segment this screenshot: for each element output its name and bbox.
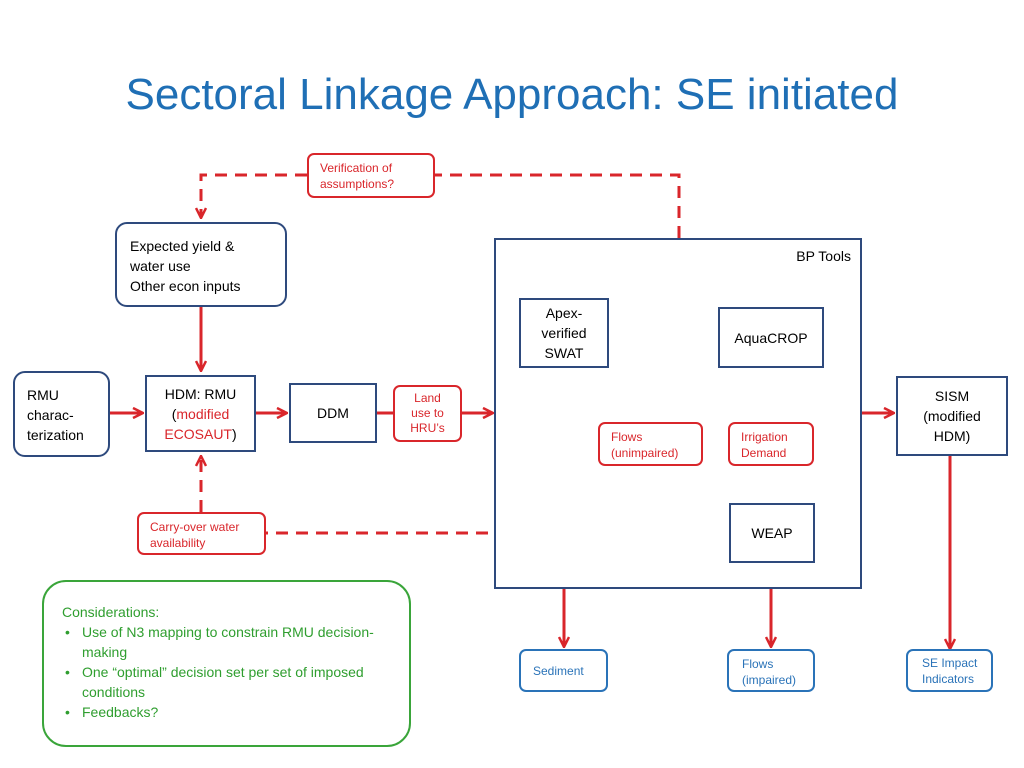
slide-title: Sectoral Linkage Approach: SE initiated [125, 70, 899, 119]
bp-tools-label: BP Tools [796, 248, 851, 264]
se-impact-line-2: Indicators [922, 672, 975, 686]
weap-label: WEAP [751, 525, 793, 541]
hdm-close-paren: ) [232, 425, 237, 442]
swat-line-2: verified [541, 325, 587, 341]
swat-line-1: Apex- [545, 305, 583, 321]
land-line-3: HRU’s [410, 421, 445, 435]
ddm-box: DDM [289, 383, 377, 443]
swat-box: Apex- verified SWAT [519, 298, 609, 368]
hdm-box: HDM: RMU (modified ECOSAUT) [145, 375, 256, 452]
hdm-line-2: (modified [172, 404, 230, 424]
se-impact-line-1: SE Impact [922, 656, 978, 670]
rmu-box: RMU charac- terization [13, 371, 110, 457]
hdm-ecosaut: ECOSAUT [164, 425, 232, 442]
hdm-open-paren: ( [171, 405, 177, 422]
expected-line-1: Expected yield & [130, 238, 235, 254]
carryover-line-2: availability [150, 536, 206, 550]
sism-line-1: SISM [934, 388, 970, 404]
sism-line-3: HDM) [933, 428, 971, 444]
irrigation-box: Irrigation Demand [728, 422, 814, 466]
hdm-line-3: ECOSAUT) [164, 424, 236, 444]
considerations-heading: Considerations: [62, 604, 160, 620]
sediment-box: Sediment [519, 649, 608, 692]
expected-line-3: Other econ inputs [130, 278, 241, 294]
swat-line-3: SWAT [544, 345, 584, 361]
rmu-line-2: charac- [27, 407, 74, 423]
considerations-list: Use of N3 mapping to constrain RMU decis… [62, 622, 393, 722]
carryover-box: Carry-over water availability [137, 512, 266, 555]
considerations-item: Use of N3 mapping to constrain RMU decis… [62, 622, 393, 662]
rmu-line-3: terization [27, 427, 84, 443]
sediment-label: Sediment [533, 664, 584, 678]
flows-impaired-line-1: Flows [742, 657, 774, 671]
dashed-feedback-verification [435, 173, 681, 238]
irrigation-line-1: Irrigation [741, 430, 788, 444]
aquacrop-box: AquaCROP [718, 307, 824, 368]
flows-unimpaired-box: Flows (unimpaired) [598, 422, 703, 466]
land-line-2: use to [411, 406, 444, 420]
flows-impaired-box: Flows (impaired) [727, 649, 815, 692]
expected-yield-box: Expected yield & water use Other econ in… [115, 222, 287, 307]
irrigation-line-2: Demand [741, 446, 787, 460]
hdm-modified: modified [176, 405, 230, 422]
sism-line-2: (modified [923, 408, 981, 424]
verification-label: Verification of assumptions? [320, 161, 395, 191]
sism-box: SISM (modified HDM) [896, 376, 1008, 456]
flows-unimpaired-line-1: Flows [611, 430, 643, 444]
considerations-item: One “optimal” decision set per set of im… [62, 662, 393, 702]
expected-line-2: water use [130, 258, 191, 274]
flows-unimpaired-line-2: (unimpaired) [611, 446, 679, 460]
considerations-item: Feedbacks? [62, 702, 393, 722]
land-line-1: Land [414, 391, 441, 405]
land-use-box: Land use to HRU’s [393, 385, 462, 442]
considerations-box: Considerations: Use of N3 mapping to con… [42, 580, 411, 747]
carryover-line-1: Carry-over water [150, 520, 240, 534]
verification-box: Verification of assumptions? [307, 153, 435, 198]
ddm-label: DDM [317, 405, 349, 421]
dashed-feedback-expected [201, 173, 307, 218]
flows-impaired-line-2: (impaired) [742, 673, 797, 687]
se-impact-box: SE Impact Indicators [906, 649, 993, 692]
hdm-line-1: HDM: RMU [164, 385, 237, 402]
weap-box: WEAP [729, 503, 815, 563]
aquacrop-label: AquaCROP [734, 329, 808, 346]
rmu-line-1: RMU [27, 387, 59, 403]
